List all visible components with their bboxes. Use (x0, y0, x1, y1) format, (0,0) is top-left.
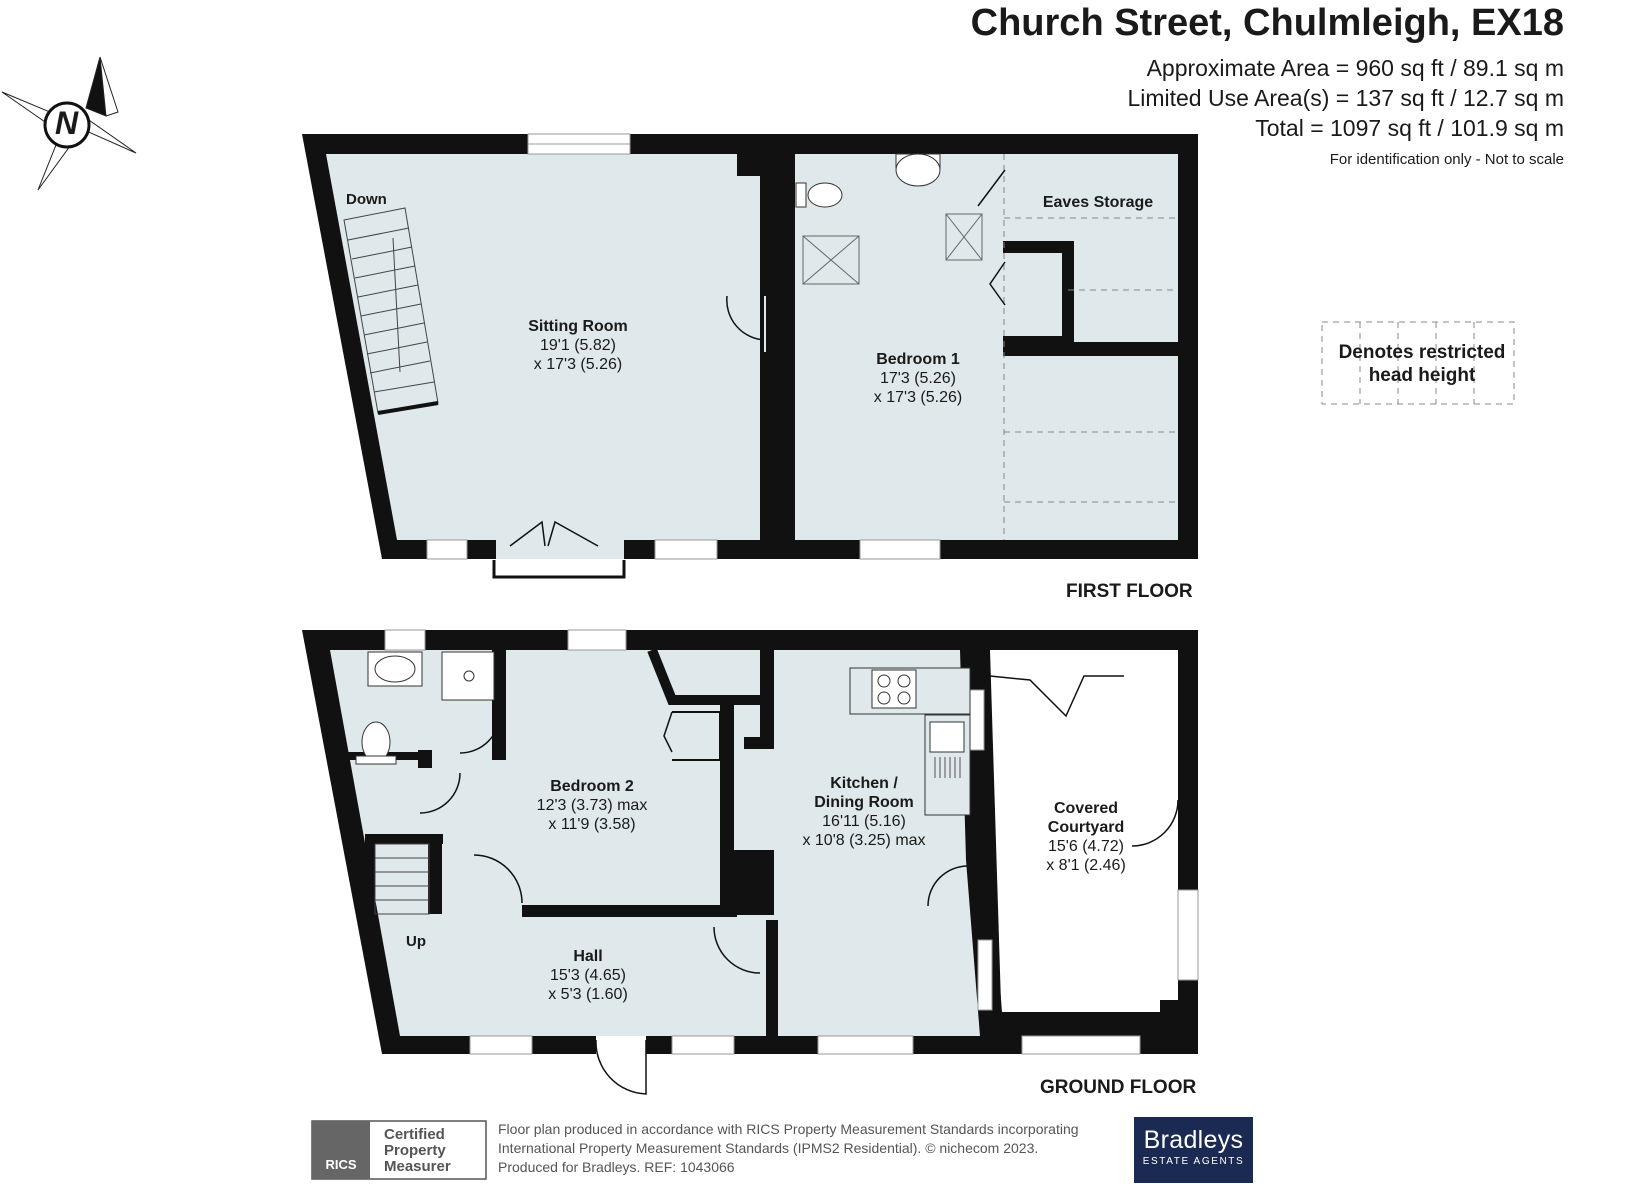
rics-badge: RICS Certified Property Measurer (312, 1121, 486, 1179)
sitting-room-area (326, 154, 760, 540)
courtyard-dim1: 15'6 (4.72) (1047, 838, 1124, 855)
page-title: Church Street, Chulmleigh, EX18 (970, 2, 1564, 44)
sitting-room-dim2: x 17'3 (5.26) (533, 356, 623, 373)
eaves-storage-label: Eaves Storage (1043, 193, 1153, 212)
eaves-storage-name: Eaves Storage (1042, 194, 1154, 211)
compass-north-label: N (55, 105, 79, 141)
brand-sub: ESTATE AGENTS (1142, 1156, 1245, 1167)
rics-logo-text: RICS (325, 1157, 357, 1172)
footer-line-2: International Property Measurement Stand… (498, 1140, 1039, 1156)
bedroom-1-name: Bedroom 1 (876, 351, 960, 368)
legend-line-1: Denotes restricted (1338, 342, 1506, 363)
hall-label: Hall 15'3 (4.65) x 5'3 (1.60) (548, 947, 628, 1004)
courtyard-dim2: x 8'1 (2.46) (1046, 857, 1126, 874)
footer-line-1: Floor plan produced in accordance with R… (498, 1121, 1079, 1137)
total-area: Total = 1097 sq ft / 101.9 sq m (1255, 115, 1564, 141)
first-floor-label: FIRST FLOOR (1066, 581, 1193, 602)
bedroom-1-dim1: 17'3 (5.26) (880, 370, 956, 387)
ground-floor-plan (302, 629, 1199, 1095)
rics-badge-frame (311, 1120, 487, 1180)
kitchen-name-1: Kitchen / (830, 775, 898, 792)
hall-dim2: x 5'3 (1.60) (548, 986, 628, 1003)
kitchen-dim2: x 10'8 (3.25) max (802, 832, 926, 849)
covered-courtyard-area (980, 650, 1178, 1030)
footer-line-3: Produced for Bradleys. REF: 1043066 (498, 1159, 735, 1175)
restricted-height-legend-box (1321, 321, 1515, 405)
sitting-room-name: Sitting Room (528, 318, 628, 335)
kitchen-dim1: 16'11 (5.16) (822, 813, 906, 830)
hall-name: Hall (573, 948, 603, 965)
approx-area: Approximate Area = 960 sq ft / 89.1 sq m (1146, 55, 1564, 81)
sitting-room-dim1: 19'1 (5.82) (539, 337, 616, 354)
stairs-up-label: Up (406, 933, 426, 950)
courtyard-name-2: Courtyard (1047, 819, 1125, 836)
identification-note: For identification only - Not to scale (1329, 151, 1564, 168)
first-floor-plan (302, 133, 1198, 579)
sitting-room-label: Sitting Room 19'1 (5.82) x 17'3 (5.26) (528, 317, 628, 374)
courtyard-label: Covered Courtyard 15'6 (4.72) x 8'1 (2.4… (1046, 799, 1126, 875)
rics-line-2: Property (384, 1142, 446, 1159)
hall-dim1: 15'3 (4.65) (549, 967, 626, 984)
kitchen-name-2: Dining Room (814, 794, 914, 811)
footer-disclaimer: Floor plan produced in accordance with R… (498, 1120, 1138, 1177)
brand-name: Bradleys (1143, 1126, 1244, 1154)
bedroom-1-label: Bedroom 1 17'3 (5.26) x 17'3 (5.26) (874, 350, 962, 407)
bedroom-1-dim2: x 17'3 (5.26) (873, 389, 963, 406)
ground-floor-label: GROUND FLOOR (1040, 1077, 1197, 1098)
rics-line-3: Measurer (384, 1158, 451, 1175)
legend-text: Denotes restricted head height (1322, 341, 1522, 387)
legend-line-2: head height (1368, 365, 1476, 386)
bradleys-logo: Bradleys ESTATE AGENTS (1134, 1117, 1253, 1183)
bedroom-2-label: Bedroom 2 12'3 (3.73) max x 11'9 (3.58) (537, 777, 648, 834)
bedroom-2-dim1: 12'3 (3.73) max (536, 797, 648, 814)
bedroom-2-name: Bedroom 2 (550, 778, 634, 795)
stairs-down-label: Down (346, 191, 387, 208)
compass-rose-icon (1, 56, 137, 191)
kitchen-label: Kitchen / Dining Room 16'11 (5.16) x 10'… (802, 774, 925, 850)
limited-use-area: Limited Use Area(s) = 137 sq ft / 12.7 s… (1127, 85, 1564, 111)
courtyard-name-1: Covered (1053, 800, 1119, 817)
bedroom-2-dim2: x 11'9 (3.58) (548, 816, 636, 833)
stairs-up-icon (374, 843, 430, 915)
rics-line-1: Certified (384, 1126, 445, 1143)
